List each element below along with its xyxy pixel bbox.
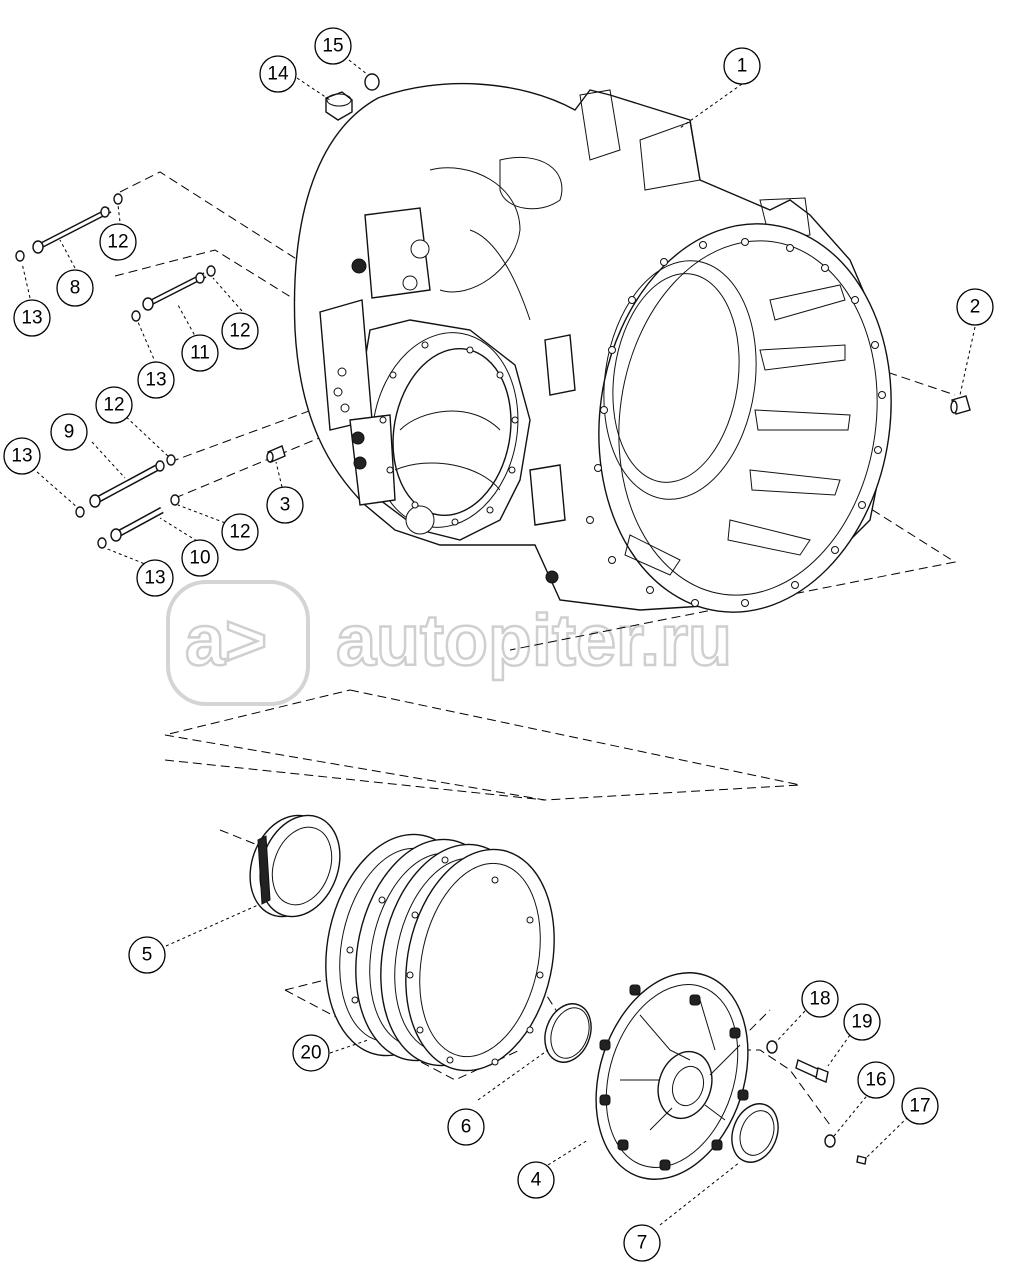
callout-11: 11 [181, 334, 219, 372]
dowel-part-3 [266, 445, 286, 463]
callout-13c: 13 [3, 437, 41, 475]
o-ring-part-6 [544, 1003, 592, 1063]
callout-13a: 13 [13, 299, 51, 337]
callout-12b: 12 [221, 312, 259, 350]
o-ring-13b [131, 310, 141, 322]
callout-12c: 12 [95, 386, 133, 424]
callout-13d: 13 [136, 559, 174, 597]
tube-part-11 [142, 272, 207, 311]
bolt-part-19 [795, 1059, 829, 1083]
callout-12a: 12 [99, 223, 137, 261]
o-ring-12b [206, 265, 216, 277]
svg-text:14: 14 [267, 64, 289, 85]
o-ring-13c [75, 506, 85, 518]
callout-4: 4 [517, 1161, 555, 1199]
callout-12d: 12 [221, 513, 259, 551]
housing-part-1 [293, 82, 892, 613]
o-ring-part-6-inner [550, 1007, 590, 1059]
tube-part-10 [110, 506, 164, 542]
svg-text:17: 17 [909, 1096, 930, 1117]
svg-text:15: 15 [322, 36, 343, 57]
o-ring-12c [166, 454, 176, 466]
callout-2: 2 [956, 288, 994, 326]
svg-text:12: 12 [229, 522, 250, 543]
svg-text:12: 12 [107, 232, 128, 253]
svg-text:6: 6 [461, 1117, 472, 1138]
svg-text:1: 1 [737, 56, 748, 77]
svg-text:13: 13 [144, 568, 165, 589]
svg-text:20: 20 [300, 1043, 321, 1064]
svg-text:13: 13 [145, 370, 166, 391]
callout-15: 15 [314, 27, 352, 65]
svg-text:4: 4 [531, 1170, 542, 1191]
watermark-logo-glyph: a> [185, 601, 267, 681]
svg-text:13: 13 [11, 446, 32, 467]
watermark-text: autopiter.ru [336, 601, 732, 681]
svg-text:3: 3 [280, 495, 291, 516]
svg-text:7: 7 [637, 1233, 648, 1254]
callout-14: 14 [259, 55, 297, 93]
cover-part-4 [595, 972, 749, 1180]
callout-7: 7 [623, 1224, 661, 1262]
svg-text:16: 16 [865, 1070, 886, 1091]
callout-1: 1 [723, 47, 761, 85]
svg-text:8: 8 [70, 278, 81, 299]
callout-10: 10 [181, 539, 219, 577]
svg-text:13: 13 [21, 308, 42, 329]
leader-lines [21, 59, 976, 1226]
washer-part-18 [766, 1040, 778, 1054]
bolt-part-17 [856, 1155, 867, 1165]
bearing-part-5 [249, 814, 341, 918]
o-ring-13a [15, 250, 25, 262]
seal-part-7-inner [739, 1110, 775, 1156]
callout-5: 5 [128, 936, 166, 974]
callout-6: 6 [447, 1108, 485, 1146]
callout-3: 3 [266, 486, 304, 524]
svg-text:2: 2 [970, 297, 981, 318]
o-ring-12a [113, 193, 123, 205]
washer-part-16 [824, 1134, 836, 1148]
watermark-logo-frame [166, 580, 310, 706]
tube-part-8 [32, 206, 112, 254]
svg-text:10: 10 [189, 548, 210, 569]
svg-text:19: 19 [851, 1012, 872, 1033]
watermark: a> autopiter.ru [166, 580, 733, 706]
tube-part-9 [89, 460, 165, 508]
callouts: 1 2 3 4 5 6 7 8 9 10 11 12 12 12 12 13 1… [3, 27, 994, 1262]
flange-bolt-holes [586, 238, 886, 607]
o-ring-part-15 [364, 73, 380, 91]
svg-text:12: 12 [229, 321, 250, 342]
callout-19: 19 [843, 1003, 881, 1041]
svg-text:5: 5 [142, 945, 153, 966]
callout-16: 16 [857, 1061, 895, 1099]
svg-text:9: 9 [64, 422, 75, 443]
o-ring-12d [170, 494, 180, 506]
callout-9: 9 [50, 413, 88, 451]
bore-bolt-holes [379, 341, 519, 526]
callout-13b: 13 [137, 361, 175, 399]
plug-part-14 [325, 91, 353, 121]
callout-17: 17 [901, 1087, 939, 1125]
svg-text:12: 12 [103, 395, 124, 416]
svg-text:18: 18 [809, 989, 830, 1010]
callout-18: 18 [801, 980, 839, 1018]
dowel-part-2 [950, 395, 971, 415]
callout-20: 20 [292, 1034, 330, 1072]
o-ring-13d [97, 537, 107, 549]
svg-text:11: 11 [190, 343, 210, 364]
callout-8: 8 [56, 269, 94, 307]
shims-part-20 [325, 833, 555, 1072]
